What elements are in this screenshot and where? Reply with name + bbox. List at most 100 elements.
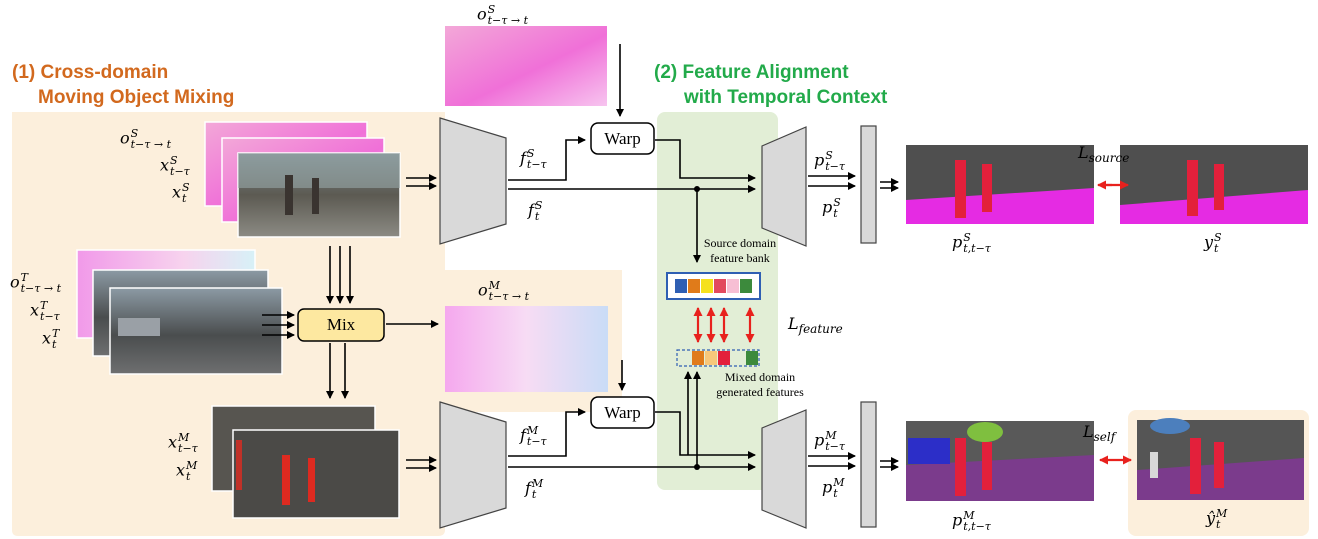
math-sub: t−τ → t (130, 138, 171, 151)
math-sub: t (534, 210, 540, 223)
loss-sub: self (1093, 430, 1116, 444)
math-base: f (520, 148, 526, 168)
mixed-features-note-line1: Mixed domain (724, 370, 796, 384)
math-sup: S (534, 199, 543, 212)
source-bank-note: Source domain feature bank (690, 236, 790, 266)
math-sub: t,t−τ (963, 520, 991, 533)
math-sub: t−τ → t (487, 14, 528, 27)
math-base: o (120, 128, 130, 148)
math-base: o (477, 4, 487, 24)
math-sub: t (833, 487, 838, 500)
warp-label-bottom: Warp (604, 402, 641, 422)
junction-dot-bottom (694, 464, 700, 470)
encoder-mixed (439, 401, 507, 529)
math-sup: M (963, 509, 975, 522)
math-base: o (478, 280, 488, 300)
feature-alignment-panel (657, 112, 778, 490)
warp-box-top (590, 122, 655, 155)
mix-label: Mix (326, 315, 356, 334)
decoder-source (761, 126, 807, 247)
math-sub: t−τ → t (20, 282, 61, 295)
pseudo-label-mixed-image (1137, 418, 1304, 500)
mixed-image-stack (211, 405, 400, 519)
loss-self: Lself (1083, 424, 1116, 444)
math-base: x (172, 182, 182, 202)
mixed-generated-features (676, 349, 760, 367)
source-flow-image (445, 26, 607, 106)
math-base: o (10, 272, 20, 292)
loss-base: L (788, 314, 799, 333)
loss-sub: feature (798, 322, 843, 336)
math-sup: S (526, 147, 535, 160)
math-sub: t (1214, 242, 1219, 255)
math-sub: t−τ (178, 442, 198, 455)
math-base: x (30, 300, 40, 320)
decoder-mixed (761, 409, 807, 529)
mixed-features-note: Mixed domain generated features (700, 370, 820, 400)
math-sup: M (531, 477, 544, 490)
math-sub: t (833, 207, 838, 220)
math-sup: M (186, 459, 198, 472)
math-base: f (528, 200, 534, 220)
math-sup: T (52, 327, 60, 340)
math-base: y (1204, 232, 1214, 252)
loss-source: Lsource (1078, 143, 1129, 165)
pred-source-image (906, 145, 1094, 224)
math-base: f (520, 425, 526, 445)
math-base: f (525, 478, 531, 498)
math-sub: t,t−τ (963, 242, 991, 255)
mix-box (297, 308, 385, 342)
math-sub: t−τ (40, 310, 60, 323)
math-sub: t (52, 338, 57, 351)
warp-box-bottom (590, 396, 655, 429)
math-sup: S (487, 3, 496, 16)
source-feature-bank (666, 272, 761, 300)
mixed-flow-image (445, 306, 608, 392)
math-base: p (814, 430, 825, 450)
math-sup: T (40, 299, 48, 312)
math-sup: M (178, 431, 190, 444)
math-sup: S (170, 154, 178, 167)
math-sub: t (1216, 518, 1221, 531)
math-sup: M (833, 476, 845, 489)
warp-label-top: Warp (604, 128, 641, 148)
loss-base: L (1078, 143, 1089, 162)
loss-feature: Lfeature (788, 314, 843, 336)
mixed-features-note-line2: generated features (716, 385, 804, 399)
math-sub: t−τ (825, 440, 845, 453)
label-source-image (1120, 145, 1308, 224)
math-sub: t (186, 470, 191, 483)
